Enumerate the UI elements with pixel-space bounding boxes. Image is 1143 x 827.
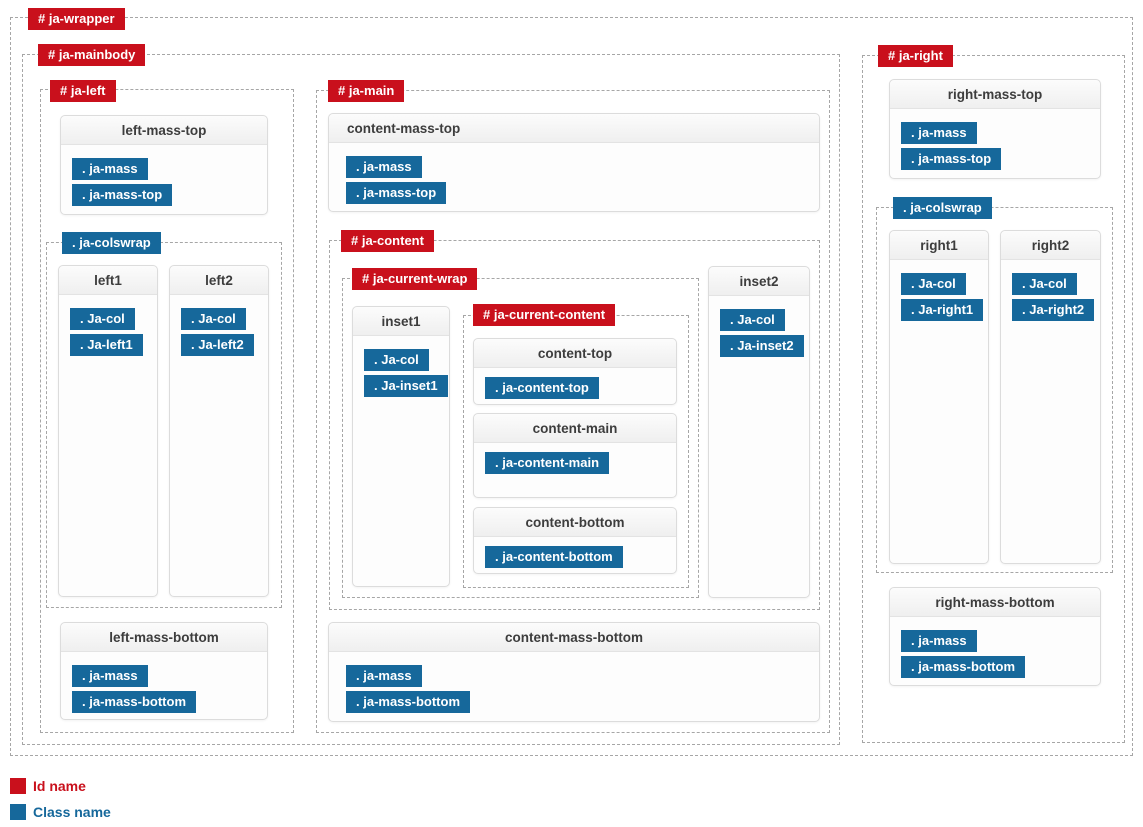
class-badge: . ja-content-top — [485, 377, 599, 399]
module-title: right2 — [1001, 231, 1100, 260]
region-ja-main — [316, 90, 830, 733]
class-badge: . Ja-right2 — [1012, 299, 1095, 321]
region-ja-current-wrap — [342, 278, 699, 598]
module-title: content-bottom — [474, 508, 676, 537]
module-left2: left2 . Ja-col . Ja-left2 — [169, 265, 269, 597]
module-content-mass-top: content-mass-top . ja-mass . ja-mass-top — [328, 113, 820, 212]
id-badge-ja-left: # ja-left — [50, 80, 116, 102]
id-badge-ja-mainbody: # ja-mainbody — [38, 44, 146, 66]
class-badge: . ja-mass-bottom — [72, 691, 197, 713]
class-badge: . Ja-col — [364, 349, 429, 371]
module-title: inset1 — [353, 307, 449, 336]
region-ja-content — [329, 240, 820, 610]
legend-class: Class name — [10, 804, 111, 820]
class-badge: . Ja-left2 — [181, 334, 254, 356]
class-badge: . ja-mass — [901, 630, 977, 652]
class-badge: . Ja-right1 — [901, 299, 984, 321]
legend-id: Id name — [10, 778, 86, 794]
module-title: content-main — [474, 414, 676, 443]
module-left-mass-top: left-mass-top . ja-mass . ja-mass-top — [60, 115, 268, 215]
module-title: content-mass-top — [329, 114, 819, 143]
class-badge: . ja-mass-bottom — [901, 656, 1026, 678]
module-right-mass-top: right-mass-top . ja-mass . ja-mass-top — [889, 79, 1101, 179]
class-badge: . Ja-col — [901, 273, 966, 295]
module-right2: right2 . Ja-col . Ja-right2 — [1000, 230, 1101, 564]
id-badge-ja-main: # ja-main — [328, 80, 405, 102]
module-title: inset2 — [709, 267, 809, 296]
module-title: left1 — [59, 266, 157, 295]
class-badge: . Ja-inset2 — [720, 335, 804, 357]
module-title: left-mass-bottom — [61, 623, 267, 652]
region-ja-colswrap-right — [876, 207, 1113, 573]
class-badge: . ja-mass — [72, 665, 148, 687]
module-title: content-top — [474, 339, 676, 368]
class-badge: . Ja-col — [181, 308, 246, 330]
class-badge: . ja-content-bottom — [485, 546, 623, 568]
module-right-mass-bottom: right-mass-bottom . ja-mass . ja-mass-bo… — [889, 587, 1101, 686]
module-title: right1 — [890, 231, 988, 260]
module-left-mass-bottom: left-mass-bottom . ja-mass . ja-mass-bot… — [60, 622, 268, 720]
id-badge-ja-wrapper: # ja-wrapper — [28, 8, 125, 30]
class-badge: . Ja-col — [70, 308, 135, 330]
class-badge: . Ja-inset1 — [364, 375, 448, 397]
module-content-main: content-main . ja-content-main — [473, 413, 677, 498]
class-badge: . ja-content-main — [485, 452, 610, 474]
region-ja-mainbody — [22, 54, 840, 745]
class-badge: . ja-mass — [346, 156, 422, 178]
class-badge: . ja-mass — [346, 665, 422, 687]
module-content-top: content-top . ja-content-top — [473, 338, 677, 405]
class-badge: . ja-mass — [901, 122, 977, 144]
module-title: left-mass-top — [61, 116, 267, 145]
module-title: right-mass-top — [890, 80, 1100, 109]
region-ja-right — [862, 55, 1125, 743]
class-badge: . ja-mass — [72, 158, 148, 180]
id-badge-ja-current-wrap: # ja-current-wrap — [352, 268, 478, 290]
class-badge: . Ja-left1 — [70, 334, 143, 356]
module-content-mass-bottom: content-mass-bottom . ja-mass . ja-mass-… — [328, 622, 820, 722]
id-badge-ja-right: # ja-right — [878, 45, 953, 67]
module-inset1: inset1 . Ja-col . Ja-inset1 — [352, 306, 450, 587]
region-ja-wrapper — [10, 17, 1133, 756]
module-content-bottom: content-bottom . ja-content-bottom — [473, 507, 677, 574]
id-color-swatch — [10, 778, 26, 794]
class-badge-ja-colswrap-right: . ja-colswrap — [893, 197, 992, 219]
class-badge: . Ja-col — [720, 309, 785, 331]
class-badge: . ja-mass-bottom — [346, 691, 471, 713]
class-badge: . ja-mass-top — [72, 184, 173, 206]
id-badge-ja-content: # ja-content — [341, 230, 434, 252]
class-color-swatch — [10, 804, 26, 820]
class-badge: . ja-mass-top — [901, 148, 1002, 170]
module-right1: right1 . Ja-col . Ja-right1 — [889, 230, 989, 564]
class-badge-ja-colswrap-left: . ja-colswrap — [62, 232, 161, 254]
module-title: content-mass-bottom — [329, 623, 819, 652]
legend-id-label: Id name — [33, 778, 86, 794]
legend-class-label: Class name — [33, 804, 111, 820]
class-badge: . Ja-col — [1012, 273, 1077, 295]
region-ja-left — [40, 89, 294, 733]
module-title: right-mass-bottom — [890, 588, 1100, 617]
module-left1: left1 . Ja-col . Ja-left1 — [58, 265, 158, 597]
class-badge: . ja-mass-top — [346, 182, 447, 204]
id-badge-ja-current-content: # ja-current-content — [473, 304, 616, 326]
region-ja-colswrap-left — [46, 242, 282, 608]
module-inset2: inset2 . Ja-col . Ja-inset2 — [708, 266, 810, 598]
module-title: left2 — [170, 266, 268, 295]
